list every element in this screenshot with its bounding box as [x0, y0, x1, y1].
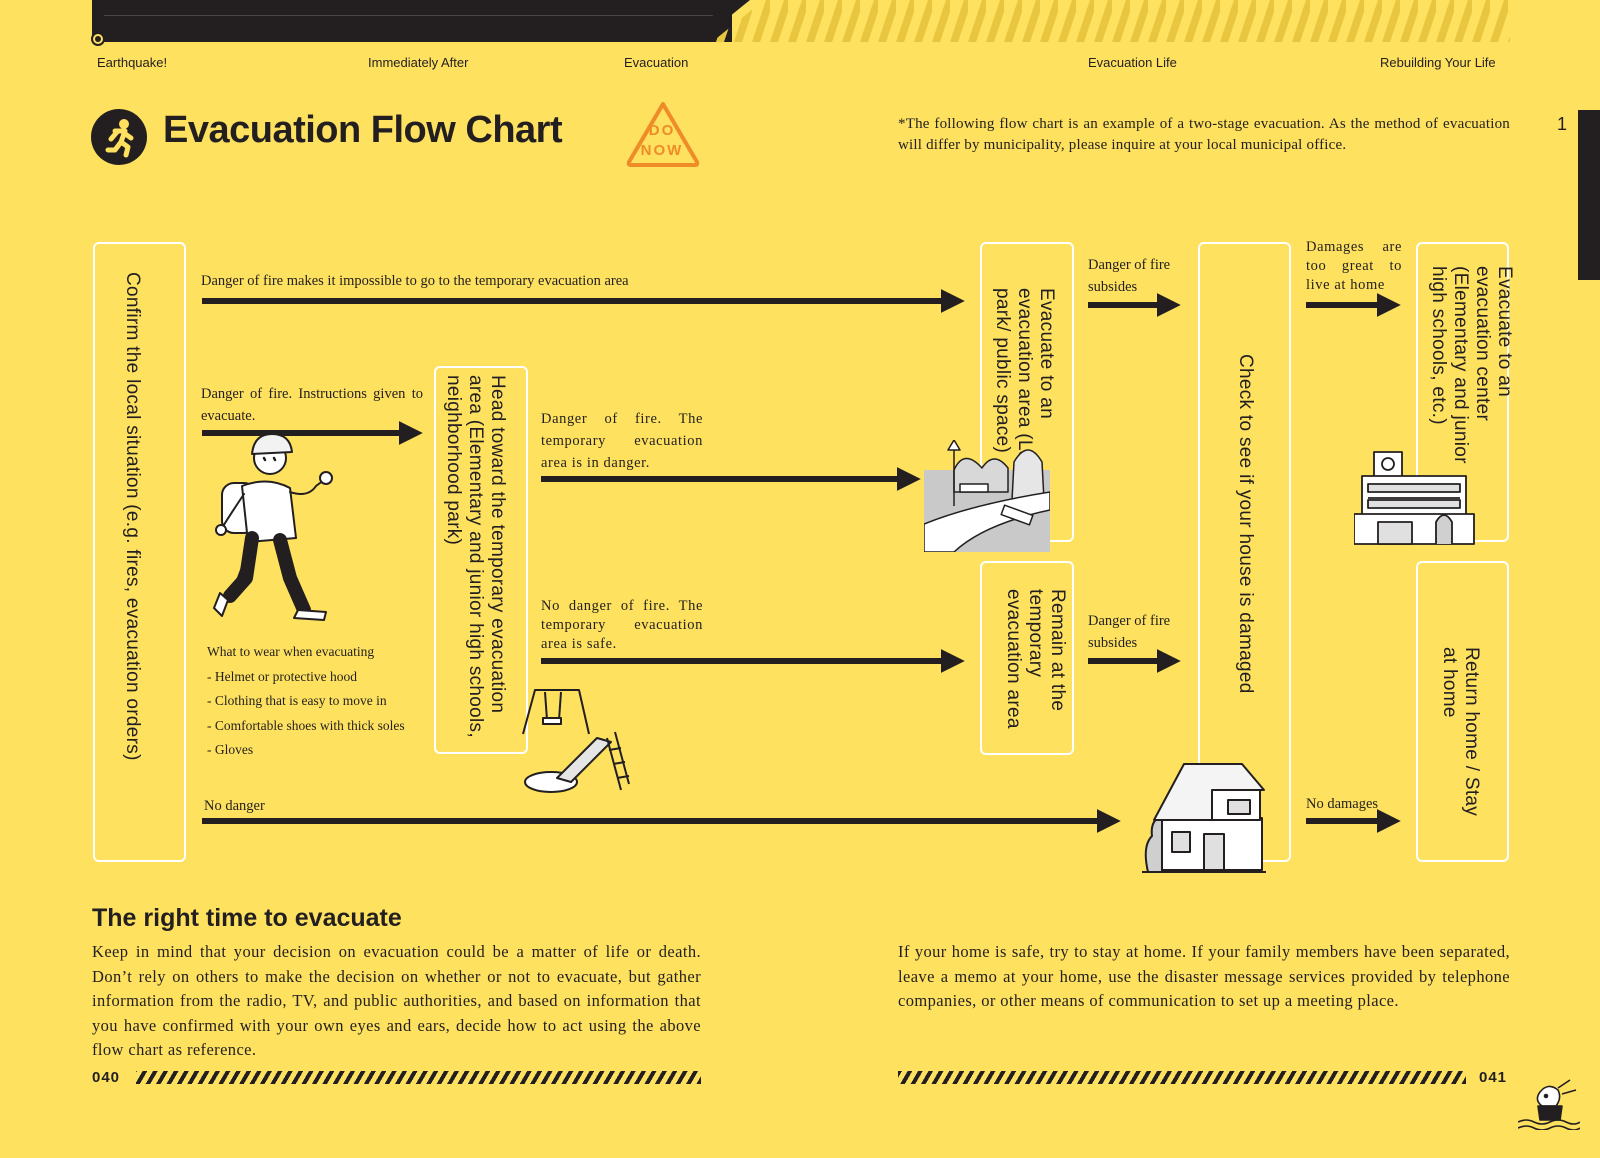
- stage-rebuilding: Rebuilding Your Life: [1380, 55, 1496, 70]
- box-confirm-text: Confirm the local situation (e.g. fires,…: [122, 272, 143, 761]
- do-now-warning-icon: [626, 102, 700, 167]
- footer-stripe-left: [136, 1071, 701, 1084]
- wear-item: - Helmet or protective hood: [207, 668, 357, 684]
- bottom-right-paragraph: If your home is safe, try to stay at hom…: [898, 942, 1510, 1010]
- box-evacuation-area: Evacuate to an evacuation area (Large pa…: [980, 242, 1074, 542]
- park-illustration: [924, 440, 1050, 552]
- house-illustration: [1142, 763, 1266, 873]
- label-temp-safe: No danger of fire. The temporary evacuat…: [541, 598, 703, 652]
- box-confirm: Confirm the local situation (e.g. fires,…: [93, 242, 186, 862]
- do-now-line2: NOW: [640, 142, 684, 159]
- box-remain-text: Remain at the temporary evacuation area: [1003, 589, 1068, 729]
- box-remain: Remain at the temporary evacuation area: [980, 561, 1074, 755]
- wear-item: - Gloves: [207, 742, 254, 757]
- school-illustration: [1354, 451, 1475, 545]
- header-note: *The following flow chart is an example …: [898, 116, 1510, 153]
- stage-earthquake: Earthquake!: [97, 55, 168, 70]
- box-temporary-area: Head toward the temporary evacuation are…: [434, 366, 528, 754]
- label-fire-impossible: Danger of fire makes it impossible to go…: [201, 273, 629, 289]
- stage-evacuation: Evacuation: [624, 55, 689, 70]
- wear-item: - Clothing that is easy to move in: [207, 693, 387, 708]
- timeline-current-marker: [91, 32, 105, 46]
- footer-stripe-right: [898, 1071, 1466, 1084]
- chapter-tab-number: 1: [1557, 114, 1568, 134]
- box-return-home-text: Return home / Stay at home: [1439, 647, 1482, 817]
- stage-evacuation-life: Evacuation Life: [1088, 55, 1177, 70]
- box-return-home: Return home / Stay at home: [1416, 561, 1509, 862]
- box-evacuation-center: Evacuate to an evacuation center (Elemen…: [1416, 242, 1515, 542]
- mascot-icon: [1518, 1079, 1580, 1130]
- label-temp-danger: Danger of fire. The temporary evacuation…: [541, 411, 703, 471]
- running-person-icon: [91, 109, 147, 165]
- playground-illustration: [522, 689, 630, 793]
- box-evacuation-center-text: Evacuate to an evacuation center (Elemen…: [1428, 266, 1515, 464]
- wear-title: What to wear when evacuating: [207, 644, 375, 659]
- label-no-damages: No damages: [1306, 796, 1379, 812]
- bottom-left-paragraph: Keep in mind that your decision on evacu…: [92, 942, 701, 1059]
- timeline-divider: [104, 15, 714, 16]
- evacuee-illustration: [213, 433, 333, 621]
- timeline-stripes: [680, 0, 1510, 42]
- label-no-danger: No danger: [204, 798, 265, 814]
- box-temporary-area-text: Head toward the temporary evacuation are…: [443, 375, 508, 738]
- page-number-left: 040: [92, 1069, 121, 1086]
- do-now-line1: DO: [648, 122, 676, 139]
- wear-item: - Comfortable shoes with thick soles: [207, 717, 405, 733]
- do-now-badge: DO NOW: [632, 121, 692, 161]
- label-damages-great: Damages are too great to live at home: [1306, 239, 1402, 293]
- timeline-bar: [92, 0, 732, 42]
- label-subsides-1: Danger of fire subsides: [1088, 257, 1171, 295]
- label-fire-instructions: Danger of fire. Instructions given to ev…: [201, 386, 423, 424]
- stage-immediately-after: Immediately After: [368, 55, 469, 70]
- box-check-house-text: Check to see if your house is damaged: [1235, 354, 1256, 694]
- chapter-tab: [1578, 110, 1600, 280]
- wear-list: What to wear when evacuating - Helmet or…: [207, 640, 405, 763]
- page-number-right: 041: [1479, 1069, 1508, 1086]
- label-subsides-2: Danger of fire subsides: [1088, 613, 1171, 651]
- page-title: Evacuation Flow Chart: [163, 109, 563, 151]
- box-evacuation-area-text: Evacuate to an evacuation area (Large pa…: [992, 288, 1057, 491]
- section-title: The right time to evacuate: [92, 904, 402, 932]
